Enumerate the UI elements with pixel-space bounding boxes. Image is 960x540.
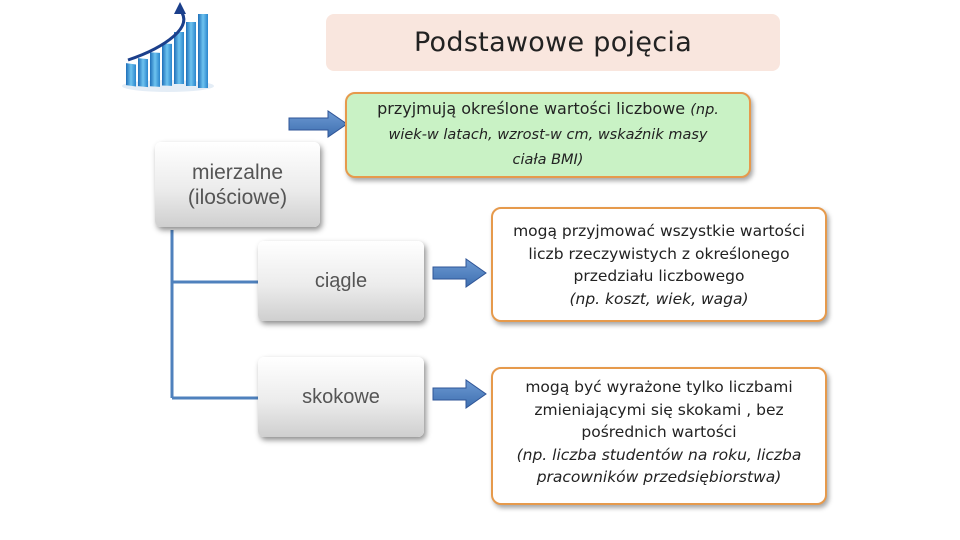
description-discrete-example-line1: (np. liczba studentów na roku, liczba <box>493 444 825 467</box>
description-discrete: mogą być wyrażone tylko liczbami zmienia… <box>491 367 827 505</box>
description-measurable: przyjmują określone wartości liczbowe (n… <box>345 92 751 178</box>
description-discrete-example-text2: pracowników przedsiębiorstwa) <box>536 468 782 486</box>
description-discrete-line2: zmieniającymi się skokami , bez <box>534 400 784 419</box>
description-measurable-line3: ciała BMI) <box>347 147 749 172</box>
category-continuous-label: ciągle <box>314 269 368 292</box>
description-continuous-example-text: (np. koszt, wiek, waga) <box>569 289 749 308</box>
description-measurable-example-start: (np. <box>690 102 719 118</box>
category-measurable-line1: mierzalne <box>191 160 284 184</box>
category-continuous: ciągle <box>258 241 424 321</box>
description-discrete-line1: mogą być wyrażone tylko liczbami <box>525 378 793 396</box>
description-continuous-line2: liczb rzeczywistych z określonego <box>528 244 790 263</box>
slide-title: Podstawowe pojęcia <box>326 14 780 71</box>
description-discrete-line3: pośrednich wartości <box>581 423 737 441</box>
description-discrete-example-line2: pracowników przedsiębiorstwa) <box>493 466 825 489</box>
description-measurable-line1: przyjmują określone wartości liczbowe (n… <box>347 97 749 122</box>
description-measurable-text: przyjmują określone wartości liczbowe <box>377 99 691 118</box>
description-continuous-line3: przedziału liczbowego <box>573 267 745 285</box>
description-continuous: mogą przyjmować wszystkie wartości liczb… <box>491 207 827 322</box>
description-measurable-example: wiek-w latach, wzrost-w cm, wskaźnik mas… <box>388 127 708 143</box>
tree-connector-lines <box>170 230 258 400</box>
category-measurable: mierzalne (ilościowe) <box>155 142 320 227</box>
arrow-right-icon <box>432 379 487 409</box>
category-discrete-label: skokowe <box>302 385 380 408</box>
arrow-right-icon <box>432 258 487 288</box>
description-discrete-example-text1: (np. liczba studentów na roku, liczba <box>516 445 802 464</box>
description-continuous-line1: mogą przyjmować wszystkie wartości <box>513 222 805 240</box>
category-measurable-line2: (ilościowe) <box>187 185 288 209</box>
arrow-right-icon <box>288 110 348 138</box>
category-discrete: skokowe <box>258 357 424 437</box>
description-continuous-example: (np. koszt, wiek, waga) <box>493 288 825 311</box>
description-measurable-example-end: ciała BMI) <box>512 152 584 168</box>
growth-chart-logo-icon <box>122 2 214 92</box>
slide-title-text: Podstawowe pojęcia <box>413 27 693 58</box>
description-measurable-line2: wiek-w latach, wzrost-w cm, wskaźnik mas… <box>347 122 749 147</box>
